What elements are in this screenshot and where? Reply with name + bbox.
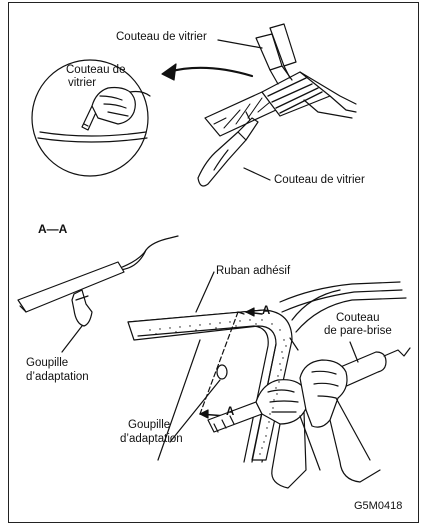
label-tape: Ruban adhésif [216,265,291,277]
label-pin-left-1: Goupille [26,357,69,369]
knife-lower [197,131,247,187]
label-knife-circle-1: Couteau de [66,64,126,76]
section-title: A—A [38,222,68,236]
adapter-pin-corner [216,364,228,380]
label-pin-center-1: Goupille [128,419,171,431]
figure-frame [8,2,419,523]
label-knife-mid: Couteau de vitrier [274,174,365,186]
label-knife-top: Couteau de vitrier [116,31,207,43]
callout-arrow [166,66,254,78]
label-pin-center-2: d’adaptation [120,433,183,445]
figure-code: G5M0418 [354,500,403,512]
knife-handle [337,351,387,389]
label-windshield-knife-2: de pare-brise [324,325,392,337]
section-marker-top: A [262,305,271,317]
section-marker-bottom: A [226,406,235,418]
label-windshield-knife-1: Couteau [336,312,380,324]
tape-texture [149,319,287,455]
label-pin-left-2: d’adaptation [26,371,89,383]
label-knife-circle-2: vitrier [68,77,97,89]
